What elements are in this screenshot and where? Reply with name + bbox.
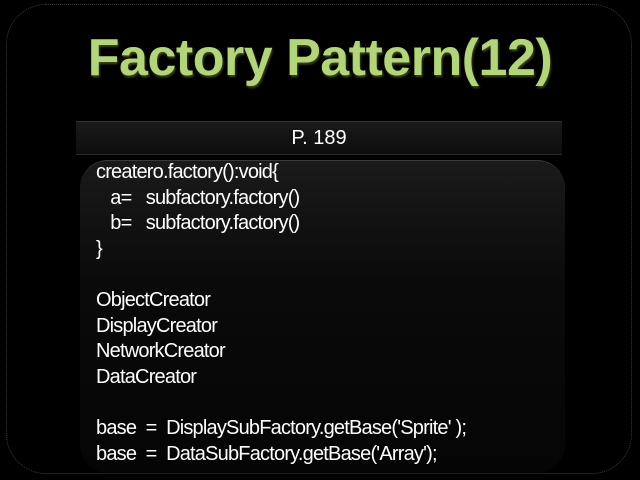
- code-line: a= subfactory.factory(): [96, 186, 300, 209]
- slide-title: Factory Pattern(12): [87, 29, 553, 87]
- code-line: createro.factory():void{: [96, 161, 279, 183]
- code-line: }: [96, 237, 103, 260]
- code-line: base = DisplaySubFactory.getBase('Sprite…: [96, 416, 467, 439]
- code-line: NetworkCreator: [96, 340, 226, 363]
- code-line: base = DataSubFactory.getBase('Array');: [96, 442, 438, 465]
- code-block: createro.factory():void{ a= subfactory.f…: [96, 160, 467, 467]
- code-line: DataCreator: [96, 365, 197, 388]
- code-line: [96, 262, 466, 288]
- page-reference-bar: P. 189: [76, 121, 562, 155]
- code-line: DisplayCreator: [96, 314, 218, 337]
- code-panel: [80, 160, 565, 473]
- code-line: ObjectCreator: [96, 288, 211, 311]
- slide-frame: [6, 4, 632, 474]
- code-line: b= subfactory.factory(): [96, 212, 300, 235]
- code-line: [96, 390, 466, 416]
